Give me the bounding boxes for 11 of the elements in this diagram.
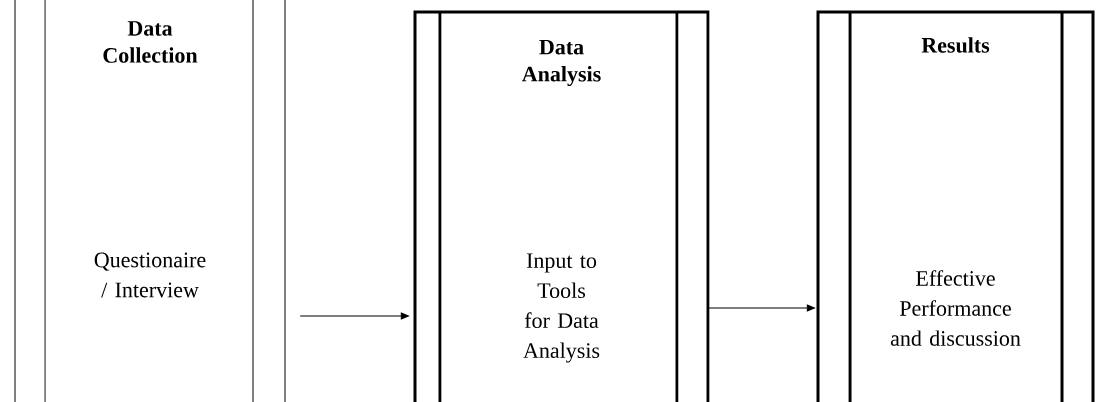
heading: Data Collection: [103, 21, 198, 63]
body-text: Questionaire / Interview: [94, 252, 206, 298]
arrow: [299, 312, 409, 320]
process-box: [816, 10, 1095, 402]
heading: Data Analysis: [522, 39, 601, 87]
body-text: Input to Tools for Data Analysis: [523, 253, 600, 363]
arrow: [707, 304, 815, 312]
heading: Results: [921, 37, 990, 53]
process-box: [14, 0, 286, 402]
body-text: Effective Performance and discussion: [890, 270, 1021, 346]
process-box: [413, 10, 710, 402]
